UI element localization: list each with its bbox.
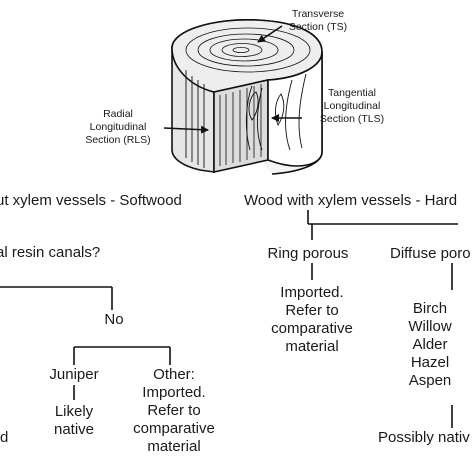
hardwood-tree-lines bbox=[307, 210, 458, 428]
radial-face bbox=[213, 79, 269, 173]
hardwood-header: Wood with xylem vessels - Hard bbox=[244, 192, 458, 209]
resin-canals-question: al resin canals? bbox=[0, 244, 101, 261]
ts-arrow bbox=[257, 25, 283, 43]
transverse-section-label: Transverse Section (TS) bbox=[288, 8, 348, 33]
ring-porous-note: Imported. Refer to comparative material bbox=[271, 284, 353, 355]
species-hazel: Hazel bbox=[410, 354, 450, 371]
juniper-label: Juniper bbox=[49, 366, 99, 383]
tangential-section-label: Tangential Longitudinal Section (TLS) bbox=[319, 87, 385, 125]
other-imported-note: Other: Imported. Refer to comparative ma… bbox=[133, 366, 215, 455]
section-arrows bbox=[163, 25, 302, 134]
species-alder: Alder bbox=[412, 336, 448, 353]
diffuse-porous-label: Diffuse poro bbox=[390, 245, 471, 262]
transverse-face bbox=[171, 18, 323, 93]
left-partial-text: d bbox=[0, 429, 9, 446]
tangential-face bbox=[267, 51, 323, 167]
log-illustration bbox=[171, 18, 323, 175]
species-birch: Birch bbox=[412, 300, 448, 317]
softwood-header: ut xylem vessels - Softwood bbox=[0, 192, 182, 209]
diffuse-species-list: Birch Willow Alder Hazel Aspen bbox=[408, 300, 451, 390]
no-label: No bbox=[104, 311, 124, 328]
species-aspen: Aspen bbox=[408, 372, 452, 389]
diffuse-status: Possibly nativ bbox=[378, 429, 470, 446]
radial-section-label: Radial Longitudinal Section (RLS) bbox=[85, 108, 151, 146]
species-willow: Willow bbox=[408, 318, 452, 335]
rls-arrow bbox=[163, 125, 209, 134]
juniper-status: Likely native bbox=[53, 403, 95, 438]
ring-porous-label: Ring porous bbox=[267, 245, 349, 262]
softwood-tree-lines bbox=[0, 286, 171, 400]
